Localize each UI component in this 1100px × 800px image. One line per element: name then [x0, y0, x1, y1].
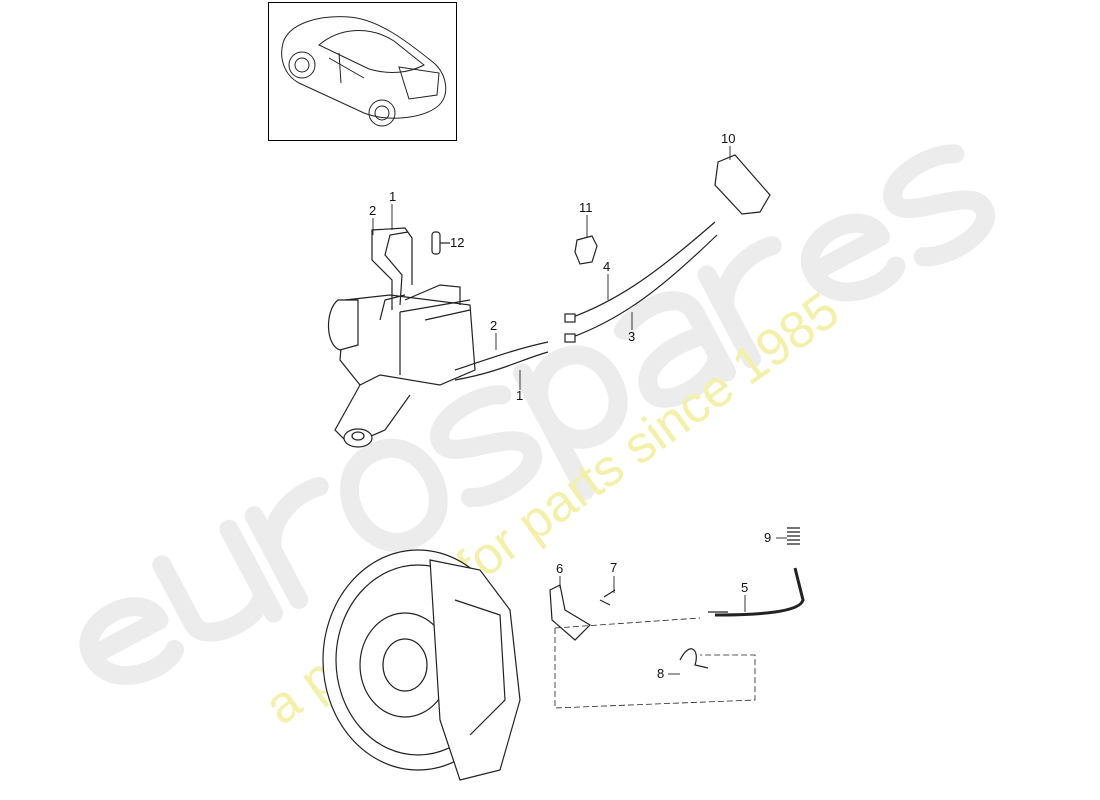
- part-11-clip: [574, 235, 598, 265]
- assembly-dashed-frame: [554, 617, 756, 709]
- part-5-brake-hose: [714, 567, 805, 617]
- part-10-bracket: [714, 154, 771, 215]
- part-7-bolt: [599, 589, 616, 606]
- watermark-letter-r: [244, 477, 329, 610]
- watermark-letter-e2: [801, 213, 906, 302]
- callout-2: 2: [369, 203, 377, 218]
- car-overview-icon: [281, 16, 447, 127]
- brake-disc-caliper: [322, 549, 521, 781]
- callout-2: 2: [490, 318, 498, 333]
- watermark-letter-u: [152, 519, 284, 642]
- callout-3: 3: [628, 329, 636, 344]
- watermark-letter-s2: [883, 144, 995, 267]
- watermark-letter-r2: [697, 236, 782, 369]
- callout-leaders: [372, 146, 787, 675]
- callout-4: 4: [603, 259, 611, 274]
- brake-lines-3-4: [454, 221, 718, 381]
- car-thumbnail: [268, 2, 457, 141]
- callout-10: 10: [721, 131, 736, 146]
- watermark-letter-s: [430, 385, 543, 508]
- callout-9: 9: [764, 530, 772, 545]
- part-12-sleeve: [431, 231, 441, 255]
- watermark-letter-a: [613, 291, 737, 408]
- callout-1: 1: [516, 388, 524, 403]
- callout-6: 6: [556, 561, 564, 576]
- callout-8: 8: [657, 666, 665, 681]
- watermark-letter-o: [340, 438, 448, 552]
- callout-5: 5: [741, 580, 749, 595]
- watermark-letter-p: [513, 345, 628, 500]
- watermark-letter-e: [79, 597, 185, 685]
- abs-hydraulic-unit: [327, 294, 476, 448]
- part-9-spring: [787, 527, 800, 545]
- part-8-sensor: [679, 648, 709, 669]
- callout-12: 12: [450, 235, 465, 250]
- callout-11: 11: [579, 200, 593, 215]
- callout-7: 7: [610, 560, 618, 575]
- brake-lines-abs-top: [371, 227, 461, 321]
- callout-1: 1: [389, 189, 397, 204]
- part-6-bracket: [549, 584, 591, 641]
